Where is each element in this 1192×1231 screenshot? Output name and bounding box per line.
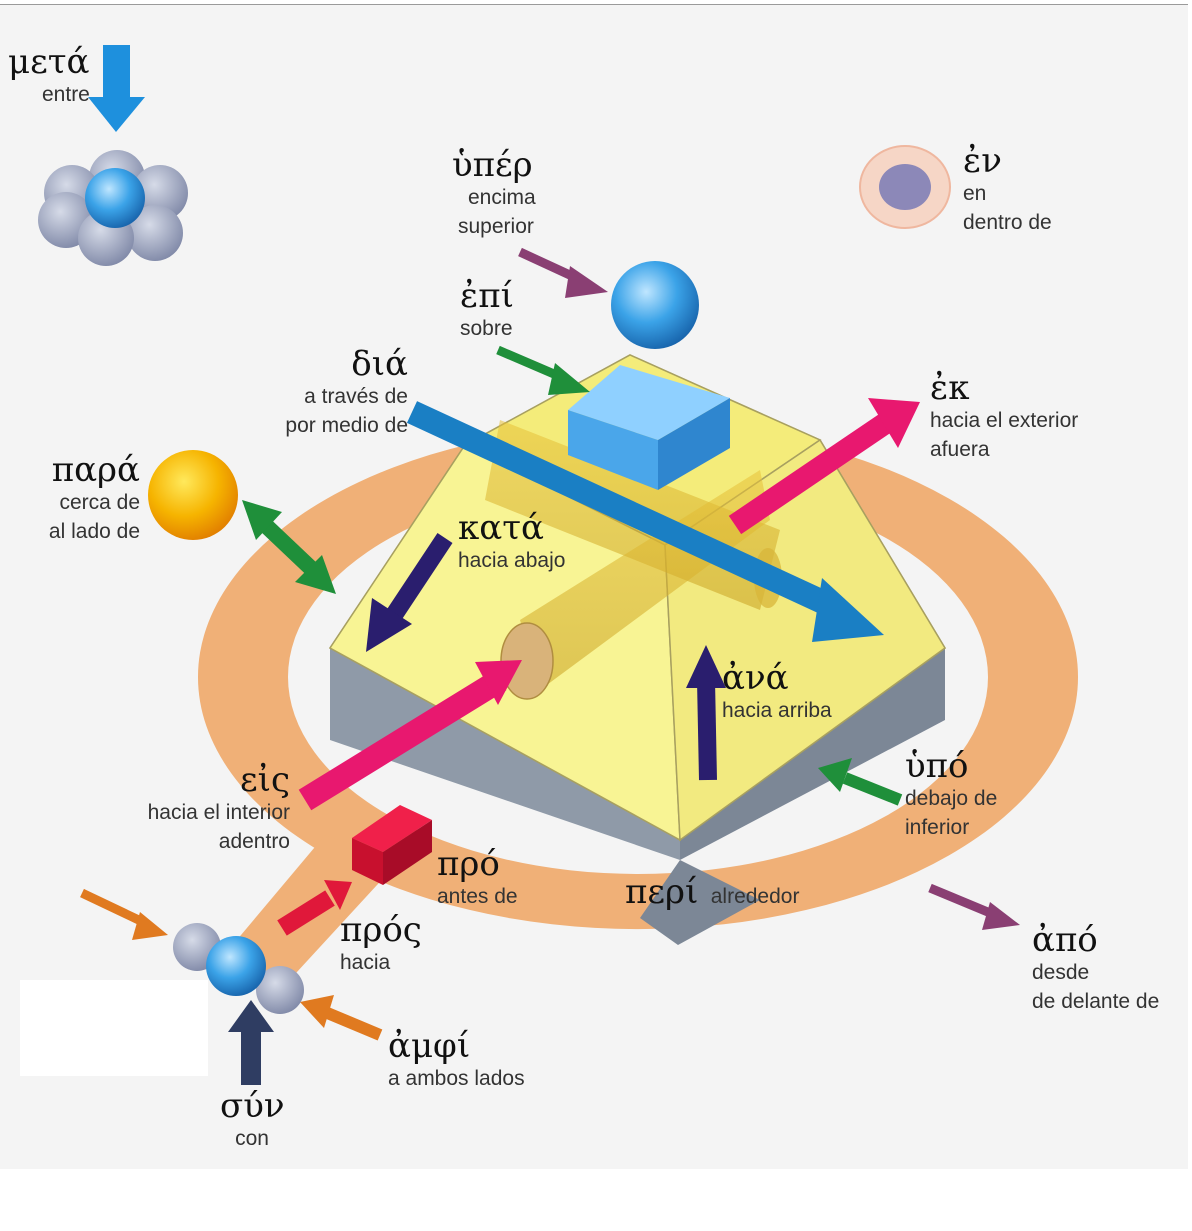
greek-eis: εἰς bbox=[240, 760, 290, 800]
hypo-arrow bbox=[818, 758, 903, 806]
meaning-amphi-1: a ambos lados bbox=[388, 1067, 525, 1090]
label-ana: ἀνά hacia arriba bbox=[722, 660, 832, 725]
greek-epi: ἐπί bbox=[460, 276, 514, 316]
meaning-hypo-2: inferior bbox=[905, 816, 970, 839]
meaning-hyper-2: superior bbox=[458, 215, 534, 238]
greek-amphi: ἀμφί bbox=[388, 1026, 471, 1066]
meaning-apo-2: de delante de bbox=[1032, 990, 1160, 1013]
meaning-para-1: cerca de bbox=[59, 491, 140, 514]
blank-patch bbox=[20, 980, 208, 1076]
label-apo: ἀπό desde de delante de bbox=[1032, 922, 1159, 1016]
greek-peri: περί bbox=[625, 872, 699, 912]
meaning-pro-1: antes de bbox=[437, 885, 518, 908]
meaning-hyper-1: encima bbox=[468, 186, 536, 209]
meaning-syn-1: con bbox=[235, 1127, 269, 1150]
meaning-meta-1: entre bbox=[42, 83, 90, 106]
apo-arrow bbox=[928, 883, 1020, 930]
syn-arrow bbox=[228, 1000, 274, 1085]
meta-cluster bbox=[38, 150, 188, 266]
epi-cube bbox=[568, 365, 730, 490]
label-dia: διά a través de por medio de bbox=[250, 346, 408, 440]
label-epi: ἐπί sobre bbox=[460, 278, 514, 343]
meaning-ana-1: hacia arriba bbox=[722, 699, 832, 722]
label-hypo: ὑπό debajo de inferior bbox=[905, 748, 997, 842]
para-arrow bbox=[242, 500, 336, 594]
label-meta: μετά entre bbox=[8, 44, 90, 109]
meaning-para-2: al lado de bbox=[48, 520, 140, 543]
meaning-ek-1: hacia el exterior bbox=[930, 409, 1079, 432]
label-kata: κατά hacia abajo bbox=[458, 510, 565, 575]
syn-cluster bbox=[173, 923, 304, 1014]
greek-dia: διά bbox=[351, 344, 408, 384]
label-para: παρά cerca de al lado de bbox=[20, 452, 140, 546]
label-eis: εἰς hacia el interior adentro bbox=[120, 762, 290, 856]
greek-pro: πρό bbox=[437, 844, 500, 884]
label-amphi: ἀμφί a ambos lados bbox=[388, 1028, 525, 1093]
meaning-kata-1: hacia abajo bbox=[458, 549, 566, 572]
meaning-eis-2: adentro bbox=[218, 830, 290, 853]
hyper-arrow bbox=[518, 247, 608, 298]
meaning-pros-1: hacia bbox=[340, 951, 391, 974]
pros-arrow bbox=[277, 880, 352, 936]
epi-arrow bbox=[496, 345, 590, 395]
greek-syn: σύν bbox=[220, 1086, 285, 1126]
ek-arrow bbox=[728, 398, 920, 535]
hyper-sphere bbox=[611, 261, 699, 349]
label-en: ἐν en dentro de bbox=[963, 143, 1052, 237]
para-sphere bbox=[148, 450, 238, 540]
meaning-eis-1: hacia el interior bbox=[147, 801, 290, 824]
meaning-dia-1: a través de bbox=[304, 385, 408, 408]
label-ek: ἐκ hacia el exterior afuera bbox=[930, 370, 1078, 464]
greek-pros: πρός bbox=[340, 910, 422, 950]
greek-meta: μετά bbox=[8, 42, 90, 82]
label-syn: σύν con bbox=[220, 1086, 285, 1153]
meaning-ek-2: afuera bbox=[930, 438, 990, 461]
meaning-en-1: en bbox=[963, 182, 987, 205]
greek-hypo: ὑπό bbox=[905, 746, 969, 786]
label-pro: πρό antes de bbox=[437, 846, 518, 911]
en-ring bbox=[859, 145, 951, 229]
meta-arrow bbox=[88, 45, 145, 132]
meaning-en-2: dentro de bbox=[963, 211, 1052, 234]
greek-ana: ἀνά bbox=[722, 658, 789, 698]
greek-hyper: ὑπέρ bbox=[452, 145, 533, 185]
label-pros: πρός hacia bbox=[340, 912, 422, 977]
amphi-arrow-left bbox=[80, 888, 168, 940]
meaning-peri-1: alrededor bbox=[710, 885, 800, 908]
kata-arrow bbox=[366, 533, 453, 652]
greek-en: ἐν bbox=[963, 141, 1002, 181]
dia-arrow bbox=[406, 401, 884, 642]
greek-apo: ἀπό bbox=[1032, 920, 1098, 960]
greek-ek: ἐκ bbox=[930, 368, 970, 408]
meaning-dia-2: por medio de bbox=[285, 414, 408, 437]
label-hyper: ὑπέρ encima superior bbox=[452, 147, 536, 241]
ana-arrow bbox=[686, 645, 726, 781]
greek-kata: κατά bbox=[458, 508, 544, 548]
meaning-apo-1: desde bbox=[1032, 961, 1090, 984]
meaning-hypo-1: debajo de bbox=[905, 787, 998, 810]
greek-para: παρά bbox=[51, 450, 140, 490]
pro-cube bbox=[352, 805, 432, 885]
amphi-arrow-right bbox=[300, 995, 383, 1041]
eis-arrow bbox=[298, 660, 522, 811]
label-peri: περί alrededor bbox=[625, 874, 799, 911]
meaning-epi-1: sobre bbox=[460, 317, 513, 340]
